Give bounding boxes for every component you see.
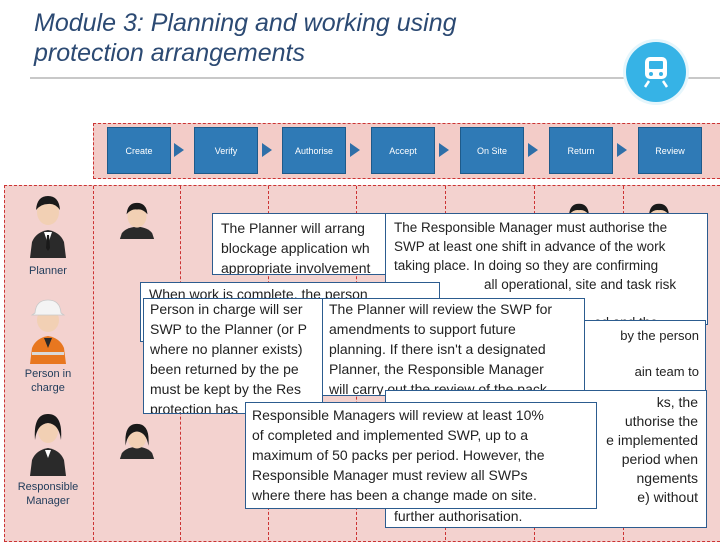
callout-line: by the person	[620, 328, 699, 343]
role-responsible-manager-label-2: Manager	[26, 495, 70, 507]
responsible-manager-avatar-icon	[30, 414, 66, 476]
step-review: Review	[638, 127, 702, 174]
callout-line: further authorisation.	[394, 508, 523, 524]
callout-line: e) without	[637, 489, 698, 505]
callout-line: where there has been a change made on si…	[252, 487, 537, 503]
step-label: Authorise	[294, 145, 334, 156]
train-logo	[626, 42, 686, 102]
step-accept: Accept	[371, 127, 435, 174]
step-label: Create	[125, 145, 153, 156]
callout-line: Planner, the Responsible Manager	[329, 361, 544, 377]
step-label: Return	[567, 145, 595, 156]
role-planner: Planner	[3, 265, 93, 277]
arrow-right-icon	[617, 143, 627, 157]
callout-line: period when	[621, 451, 698, 467]
train-icon	[643, 57, 669, 88]
callout-line: where no planner exists)	[150, 341, 303, 357]
arrow-right-icon	[174, 143, 184, 157]
step-verify: Verify	[194, 127, 258, 174]
arrow-right-icon	[350, 143, 360, 157]
title-line-1: Module 3: Planning and working using	[34, 9, 457, 37]
callout-line: e implemented	[606, 432, 698, 448]
callout-line: maximum of 50 packs per period. However,…	[252, 447, 545, 463]
role-responsible-manager-label-1: Responsible	[17, 481, 79, 493]
callout-line: Responsible Managers will review at leas…	[252, 407, 544, 423]
pic-return-callout: Person in charge will ser SWP to the Pla…	[143, 298, 323, 414]
lane-divider	[93, 186, 94, 540]
role-person-in-charge: Person in charge	[3, 367, 93, 395]
title-divider	[30, 77, 720, 79]
step-return: Return	[549, 127, 613, 174]
callout-line: must be kept by the Res	[150, 381, 301, 397]
callout-line: ks, the	[656, 394, 698, 410]
step-label: On Site	[476, 145, 507, 156]
person-in-charge-avatar-icon	[30, 299, 66, 364]
callout-line: taking place. In doing so they are confi…	[394, 258, 659, 273]
arrow-right-icon	[262, 143, 272, 157]
title-line-2: protection arrangements	[34, 39, 305, 67]
role-person-in-charge-label-1: Person in	[24, 368, 72, 380]
callout-line: planning. If there isn't a designated	[329, 341, 546, 357]
callout-line: protection has	[150, 401, 238, 414]
role-responsible-manager: Responsible Manager	[3, 480, 93, 508]
role-planner-label: Planner	[29, 265, 67, 277]
callout-line: ain team to	[634, 364, 699, 379]
callout-line: amendments to support future	[329, 321, 516, 337]
callout-line: appropriate involvement	[221, 260, 371, 275]
step-label: Accept	[389, 145, 417, 156]
arrow-right-icon	[439, 143, 449, 157]
callout-line: ed and the	[394, 313, 699, 324]
callout-line: The Planner will review the SWP for	[329, 301, 553, 317]
step-create: Create	[107, 127, 171, 174]
callout-line: SWP at least one shift in advance of the…	[394, 239, 666, 254]
role-person-in-charge-label-2: charge	[31, 382, 65, 394]
callout-line: The Responsible Manager must authorise t…	[394, 220, 668, 235]
step-label: Review	[655, 145, 685, 156]
callout-line: Responsible Manager must review all SWPs	[252, 467, 528, 483]
callout-line: The Planner will arrang	[221, 220, 365, 236]
callout-line: of completed and implemented SWP, up to …	[252, 427, 529, 443]
planner-avatar-small-icon	[119, 202, 155, 239]
step-label: Verify	[214, 145, 238, 156]
planner-review-callout: The Planner will review the SWP for amen…	[322, 298, 585, 396]
callout-line: Person in charge will ser	[150, 301, 303, 317]
rm-review-callout: Responsible Managers will review at leas…	[245, 402, 597, 509]
arrow-right-icon	[528, 143, 538, 157]
step-on-site: On Site	[460, 127, 524, 174]
callout-line: uthorise the	[624, 413, 698, 429]
callout-line: ngements	[636, 470, 698, 486]
step-authorise: Authorise	[282, 127, 346, 174]
manager-avatar-small-icon	[119, 423, 155, 459]
callout-line: SWP to the Planner (or P	[150, 321, 307, 337]
planner-avatar-icon	[30, 196, 66, 258]
callout-line: been returned by the pe	[150, 361, 299, 377]
page-title: Module 3: Planning and working using pro…	[34, 8, 594, 68]
callout-line: blockage application wh	[221, 240, 370, 256]
